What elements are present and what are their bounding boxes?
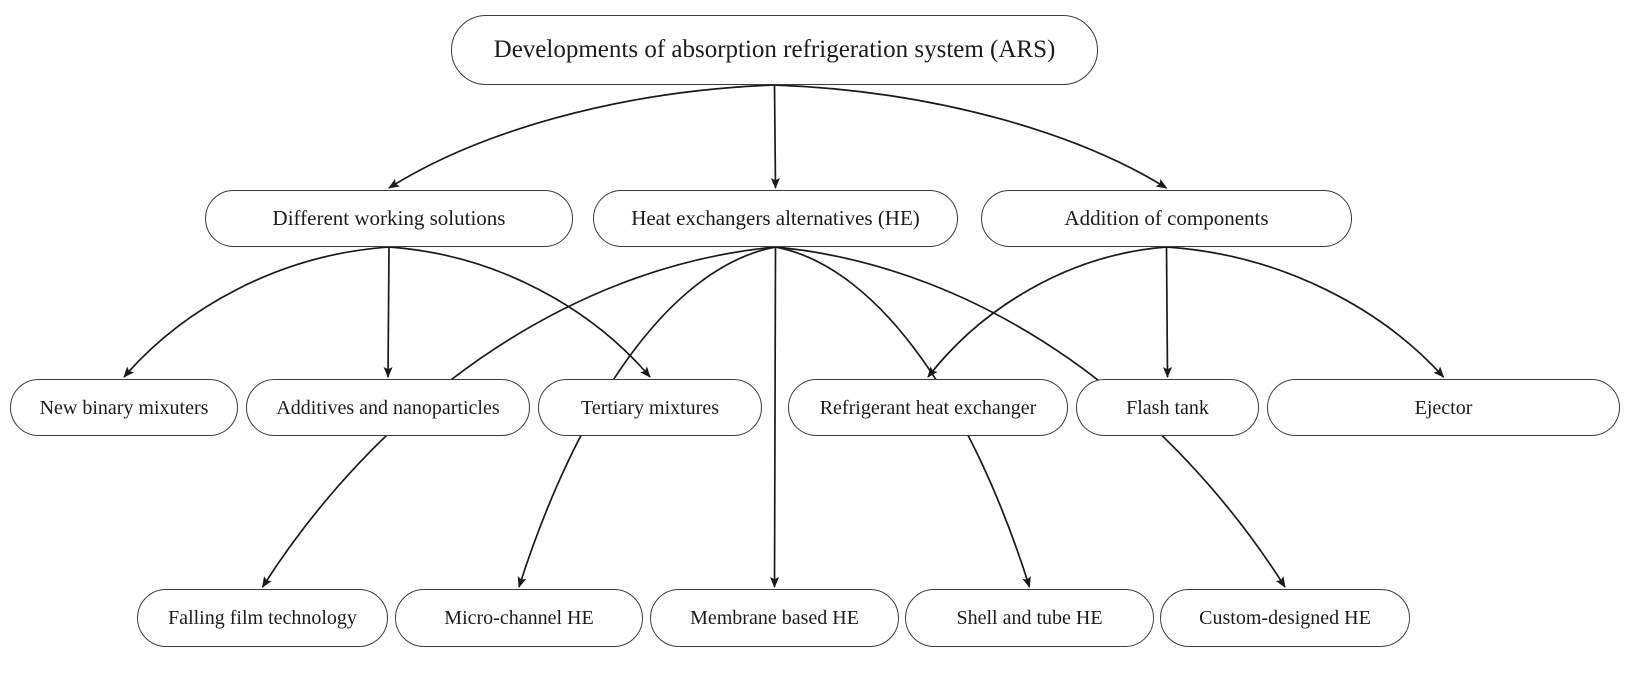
node-ejector[interactable]: Ejector — [1267, 379, 1620, 436]
node-addition-of-components[interactable]: Addition of components — [981, 190, 1352, 247]
node-label: Membrane based HE — [690, 607, 859, 629]
node-label: Tertiary mixtures — [581, 396, 719, 419]
edge-heat-exchangers-to-custom-designed-he — [775, 246, 1286, 588]
node-membrane-based-he[interactable]: Membrane based HE — [650, 589, 899, 647]
node-heat-exchangers-alternatives[interactable]: Heat exchangers alternatives (HE) — [593, 190, 958, 247]
node-falling-film-technology[interactable]: Falling film technology — [137, 589, 388, 647]
node-label: Falling film technology — [168, 607, 357, 629]
node-custom-designed-he[interactable]: Custom-designed HE — [1160, 589, 1410, 647]
node-different-working-solutions[interactable]: Different working solutions — [205, 190, 573, 247]
node-refrigerant-heat-exchanger[interactable]: Refrigerant heat exchanger — [788, 379, 1068, 436]
edge-working-solutions-to-tertiary-mixtures — [388, 246, 651, 378]
edge-working-solutions-to-new-binary-mixuters — [123, 246, 390, 378]
node-label: Custom-designed HE — [1199, 607, 1371, 629]
edge-heat-exchangers-to-falling-film-technology — [261, 246, 776, 588]
edge-addition-components-to-flash-tank — [1162, 246, 1172, 378]
node-label: Different working solutions — [272, 205, 506, 230]
node-tertiary-mixtures[interactable]: Tertiary mixtures — [538, 379, 762, 436]
node-label: Flash tank — [1126, 396, 1209, 419]
node-root[interactable]: Developments of absorption refrigeration… — [451, 15, 1098, 85]
node-label: Additives and nanoparticles — [276, 396, 500, 419]
node-label: Refrigerant heat exchanger — [819, 396, 1037, 419]
edge-addition-components-to-ejector — [1166, 246, 1445, 378]
node-label: Ejector — [1414, 396, 1473, 419]
edge-heat-exchangers-to-micro-channel-he — [517, 246, 776, 588]
edge-heat-exchangers-to-membrane-based-he — [770, 246, 780, 588]
edge-root-to-heat-exchangers — [770, 84, 780, 189]
edge-root-to-addition-components — [774, 84, 1168, 189]
node-micro-channel-he[interactable]: Micro-channel HE — [395, 589, 643, 647]
node-label: Shell and tube HE — [956, 607, 1103, 629]
edge-root-to-working-solutions — [388, 84, 775, 189]
edge-working-solutions-to-additives-nanoparticles — [383, 246, 393, 378]
node-label: Developments of absorption refrigeration… — [493, 36, 1056, 64]
node-label: Addition of components — [1064, 205, 1269, 230]
node-label: Micro-channel HE — [444, 607, 594, 629]
edge-addition-components-to-refrigerant-heat-exchanger — [927, 246, 1167, 378]
node-label: Heat exchangers alternatives (HE) — [631, 205, 920, 230]
node-shell-and-tube-he[interactable]: Shell and tube HE — [905, 589, 1154, 647]
node-label: New binary mixuters — [39, 396, 209, 419]
node-flash-tank[interactable]: Flash tank — [1076, 379, 1259, 436]
node-additives-and-nanoparticles[interactable]: Additives and nanoparticles — [246, 379, 530, 436]
edge-heat-exchangers-to-shell-and-tube-he — [775, 246, 1031, 588]
node-new-binary-mixuters[interactable]: New binary mixuters — [10, 379, 238, 436]
